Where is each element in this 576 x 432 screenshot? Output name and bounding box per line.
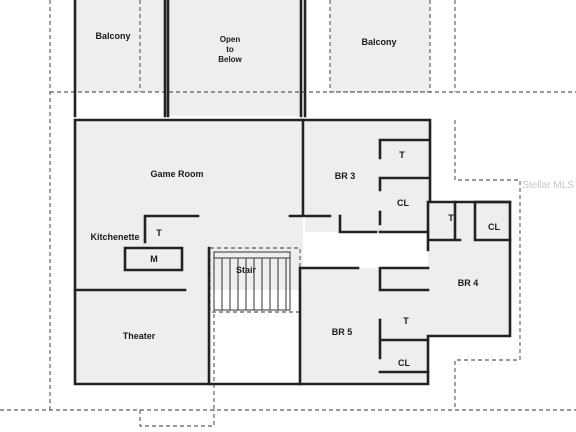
- room-label-cl-br3: CL: [397, 198, 409, 208]
- room-label-t-kitchenette: T: [156, 228, 162, 238]
- room-label-open-below-3: Below: [218, 55, 242, 64]
- balcony-wall-left: [73, 0, 167, 118]
- upper-boundary-dashed: [49, 0, 576, 410]
- room-label-t-br5: T: [403, 316, 409, 326]
- br5-west-wall: [298, 266, 360, 386]
- lower-boundary-dashed: [0, 300, 576, 427]
- balcony-left-floor: [75, 0, 165, 92]
- room-label-br5: BR 5: [332, 327, 353, 337]
- room-label-open-below-2: to: [226, 45, 234, 54]
- room-label-kitchenette: Kitchenette: [90, 232, 139, 242]
- kitchenette-walls: [123, 214, 200, 272]
- exterior-walls: [73, 118, 512, 386]
- game-room-east-wall: [288, 118, 332, 218]
- room-label-t-br4: T: [448, 213, 454, 223]
- stair-treads: [213, 251, 291, 311]
- room-label-br3: BR 3: [335, 171, 356, 181]
- room-label-open-below-1: Open: [220, 35, 241, 44]
- balcony-right-floor: [330, 0, 430, 92]
- open-below-floor: [168, 0, 301, 116]
- room-label-br4: BR 4: [458, 278, 479, 288]
- room-label-t-br3: T: [399, 150, 405, 160]
- room-label-stair: Stair: [236, 265, 257, 275]
- watermark: Stellar MLS: [522, 180, 574, 191]
- room-label-cl-br5: CL: [398, 358, 410, 368]
- room-label-balcony-left: Balcony: [95, 31, 130, 41]
- room-label-m: M: [150, 254, 158, 264]
- room-label-theater: Theater: [123, 331, 156, 341]
- room-label-balcony-right: Balcony: [361, 37, 396, 47]
- room-label-game-room: Game Room: [150, 169, 203, 179]
- open-below-wall: [166, 0, 307, 118]
- br5-floor: [300, 268, 428, 384]
- room-label-cl-br4: CL: [488, 222, 500, 232]
- game-room-floor: [75, 120, 303, 290]
- theater-floor: [75, 290, 209, 384]
- br5-closets: [378, 266, 430, 374]
- br4-floor: [428, 202, 510, 336]
- balcony-right-dashed: [329, 0, 431, 93]
- br3-closets: [338, 138, 430, 234]
- br3-floor: [305, 120, 430, 232]
- br4-closets: [426, 200, 512, 252]
